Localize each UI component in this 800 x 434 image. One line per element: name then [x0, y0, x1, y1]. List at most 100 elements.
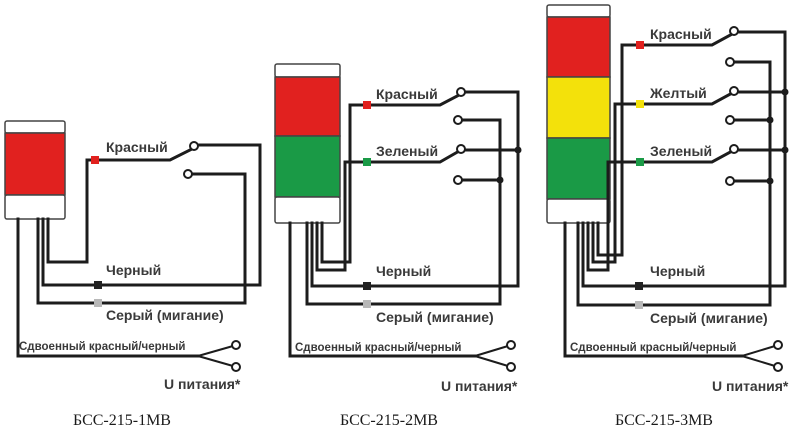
fork-3-up [741, 345, 776, 357]
module-3: Красный Желтый Зеленый Черный Серый (миг… [546, 4, 789, 429]
wire-3-red [596, 43, 638, 257]
terminal-3-c [729, 86, 739, 96]
label-1-power: U питания* [164, 376, 241, 392]
label-1-dual: Сдвоенный красный/черный [19, 341, 185, 353]
terminal-2-c [456, 144, 466, 154]
label-3-yellow: Желтый [649, 85, 707, 101]
power-3-terminal-b [773, 362, 783, 372]
label-3-green: Зеленый [650, 143, 712, 159]
wire-2-dual [288, 221, 477, 358]
marker-3-grey [635, 301, 643, 309]
marker-1-grey [94, 299, 102, 307]
terminal-1-a [189, 141, 199, 151]
label-2-red: Красный [376, 86, 438, 102]
junction-3-a [781, 88, 789, 96]
switch-3-red [640, 30, 737, 47]
tower-2-red-lamp [274, 76, 341, 137]
wire-1-grey-a [36, 217, 100, 305]
label-3-black: Черный [650, 263, 705, 279]
tower-1-base [4, 194, 66, 220]
wire-2-black-a [310, 221, 367, 288]
marker-2-grey [363, 300, 371, 308]
power-2-terminal-a [506, 340, 516, 350]
tower-3-green-lamp [546, 137, 611, 200]
tower-3-red-lamp [546, 16, 611, 78]
switch-2-red [367, 91, 464, 107]
wire-1-black-a [41, 217, 96, 287]
power-2-terminal-b [506, 362, 516, 372]
fork-2-down [474, 355, 509, 367]
label-2-green: Зеленый [376, 143, 438, 159]
junction-2-b [496, 176, 504, 184]
junction-3-c [781, 146, 789, 154]
label-3-dual: Сдвоенный красный/черный [570, 342, 736, 354]
label-2-dual: Сдвоенный красный/черный [295, 342, 461, 354]
marker-3-green [636, 158, 644, 166]
terminal-3-b [725, 57, 735, 67]
terminal-2-b [453, 115, 463, 125]
wire-3-black-a [581, 221, 637, 288]
terminal-3-e [729, 144, 739, 154]
caption-module-3: БСС-215-3МВ [615, 412, 713, 429]
fork-3-down [741, 355, 776, 367]
label-1-red: Красный [106, 139, 168, 155]
wire-3-grey-a [576, 221, 637, 307]
switch-3-yellow [640, 89, 737, 106]
label-3-power: U питания* [712, 378, 789, 394]
wire-3-black-b [639, 30, 787, 288]
marker-1-red [91, 156, 99, 164]
tower-2-green-lamp [274, 135, 341, 198]
wire-3-dual [563, 221, 744, 358]
marker-3-black [635, 282, 643, 290]
fork-1-down [197, 355, 234, 367]
wire-2-nc-link [460, 118, 502, 182]
wire-1-black-b [98, 143, 262, 287]
label-2-power: U питания* [441, 378, 518, 394]
terminal-3-d [725, 115, 735, 125]
tower-3-cap [546, 4, 611, 18]
wire-3-grey-b [639, 179, 772, 307]
power-3-terminal-a [773, 340, 783, 350]
power-1-terminal-a [231, 340, 241, 350]
terminal-3-f [725, 176, 735, 186]
label-1-black: Черный [106, 262, 161, 278]
switch-1-red [98, 145, 197, 162]
wire-1-red [46, 158, 96, 264]
caption-module-1: БСС-215-1МВ [73, 412, 171, 429]
module-2: Красный Зеленый Черный Серый (мигание) С… [274, 63, 522, 429]
label-3-red: Красный [650, 26, 712, 42]
tower-1-red-lamp [4, 132, 66, 196]
marker-2-green [363, 158, 371, 166]
wire-2-grey-b [369, 178, 502, 306]
marker-3-red [636, 41, 644, 49]
tower-2-base [274, 196, 341, 224]
junction-3-b [766, 116, 774, 124]
wire-3-green [586, 160, 638, 272]
module-1: Красный Черный Серый (мигание) Сдвоенный… [4, 120, 262, 429]
junction-2-a [514, 146, 522, 154]
junction-3-d [766, 177, 774, 185]
terminal-2-a [456, 87, 466, 97]
wire-1-dual [16, 217, 200, 358]
fork-2-up [474, 345, 509, 357]
fork-1-up [197, 345, 234, 357]
marker-2-red [363, 101, 371, 109]
tower-3-base [546, 198, 611, 224]
label-3-grey: Серый (мигание) [650, 310, 768, 326]
terminal-2-d [453, 175, 463, 185]
wire-1-grey-b [100, 172, 247, 305]
switch-2-green [367, 147, 464, 164]
wire-2-black-b [369, 90, 520, 288]
switch-3-green [640, 147, 737, 164]
power-1-terminal-b [231, 362, 241, 372]
tower-2-cap [274, 63, 341, 78]
caption-module-2: БСС-215-2МВ [340, 412, 438, 429]
wire-2-grey-a [305, 221, 367, 306]
label-1-grey: Серый (мигание) [106, 307, 224, 323]
tower-3-yellow-lamp [546, 76, 611, 139]
terminal-1-b [183, 169, 193, 179]
marker-1-black [94, 281, 102, 289]
terminal-3-a [729, 26, 739, 36]
tower-1-cap [4, 120, 66, 134]
